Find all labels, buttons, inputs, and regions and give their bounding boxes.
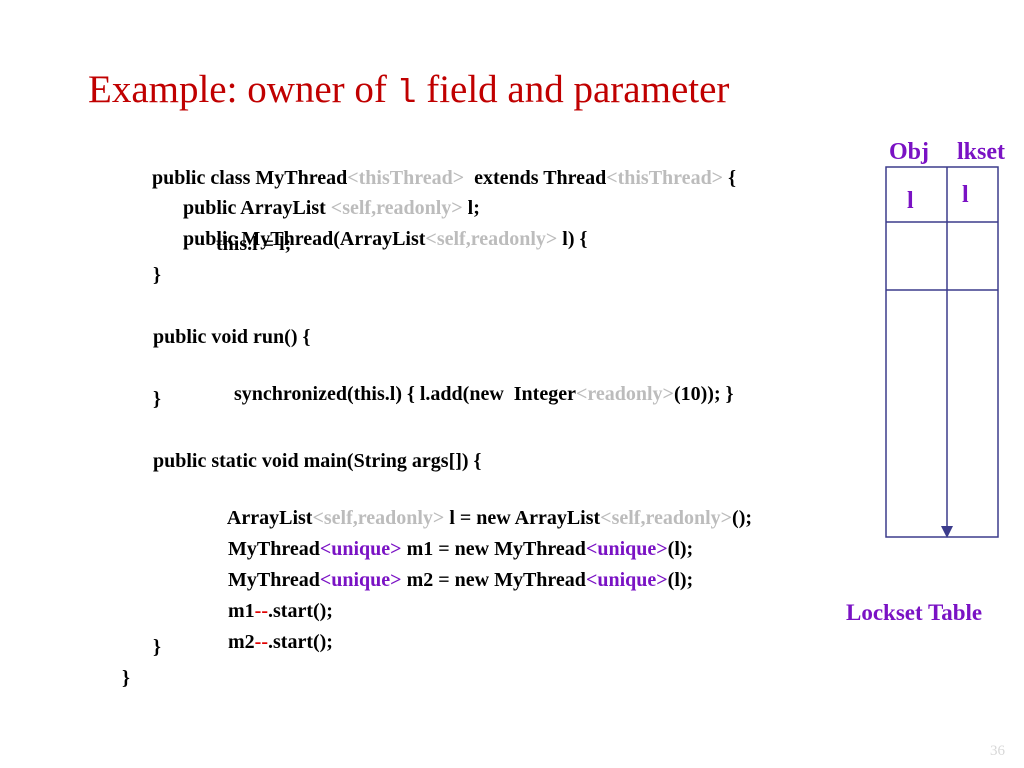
- lockset-table-caption: Lockset Table: [846, 600, 983, 625]
- code-text: m2 = new MyThread: [401, 569, 586, 591]
- code-line-9: public static void main(String args[]) {: [153, 450, 482, 472]
- code-text: l;: [462, 197, 480, 219]
- table-cell-lkset: l: [962, 182, 969, 208]
- unique-annotation: <unique>: [319, 538, 402, 560]
- ownership-annotation: <self,readonly>: [312, 507, 445, 529]
- code-line-15: }: [153, 636, 161, 658]
- code-line-8: }: [153, 388, 161, 410]
- ownership-annotation: <self,readonly>: [600, 507, 733, 529]
- unique-annotation: <unique>: [585, 569, 668, 591]
- ownership-annotation: <self,readonly>: [425, 228, 558, 250]
- code-text: (l);: [667, 569, 694, 591]
- table-header-obj: Obj: [889, 139, 930, 165]
- code-line-14: m2--.start();: [198, 603, 333, 681]
- code-text: .start();: [268, 631, 333, 653]
- code-line-12: MyThread<unique> m2 = new MyThread<uniqu…: [198, 541, 693, 619]
- ownership-annotation: <self,readonly>: [330, 197, 463, 219]
- code-text: MyThread: [228, 569, 320, 591]
- table-header-lkset: lkset: [957, 139, 1005, 165]
- code-text: l = new ArrayList: [444, 507, 601, 529]
- code-line-11: MyThread<unique> m1 = new MyThread<uniqu…: [198, 510, 693, 588]
- ownership-annotation: <thisThread>: [606, 167, 724, 189]
- code-text: ();: [732, 507, 753, 529]
- unique-annotation: <unique>: [319, 569, 402, 591]
- code-line-13: m1--.start();: [198, 572, 333, 650]
- code-text: m1 = new MyThread: [401, 538, 586, 560]
- code-text: {: [723, 167, 736, 189]
- title-suffix: field and parameter: [416, 68, 730, 111]
- transfer-annotation: --: [254, 631, 268, 653]
- table-border: [885, 166, 999, 538]
- code-text: l) {: [557, 228, 588, 250]
- code-text: synchronized(this.l) { l.add(new Integer: [234, 383, 576, 405]
- code-text: (10)); }: [673, 383, 734, 405]
- code-text: MyThread: [228, 538, 320, 560]
- code-line-16: }: [122, 667, 130, 689]
- code-text: (l);: [667, 538, 694, 560]
- unique-annotation: <unique>: [585, 538, 668, 560]
- code-line-3: public MyThread(ArrayList<self,readonly>…: [153, 200, 587, 278]
- code-text: public class MyThread: [152, 167, 348, 189]
- slide-title: Example: owner of l field and parameter: [88, 64, 729, 120]
- code-text: extends Thread: [464, 167, 607, 189]
- code-line-7: synchronized(this.l) { l.add(new Integer…: [204, 355, 734, 433]
- code-text: ArrayList: [226, 507, 313, 529]
- code-text: public ArrayList: [183, 197, 331, 219]
- table-cell-obj: l: [907, 188, 914, 214]
- ownership-annotation: <thisThread>: [347, 167, 465, 189]
- ownership-annotation: <readonly>: [575, 383, 674, 405]
- code-line-1: public class MyThread<thisThread> extend…: [122, 139, 736, 217]
- code-text: m1: [228, 600, 255, 622]
- code-line-6: public void run() {: [153, 326, 311, 348]
- down-arrow-icon: [941, 526, 953, 538]
- code-text: m2: [228, 631, 255, 653]
- code-line-10: ArrayList<self,readonly> l = new ArrayLi…: [198, 479, 752, 557]
- code-text: .start();: [268, 600, 333, 622]
- code-line-5: }: [153, 264, 161, 286]
- code-line-4: this.l = l;: [216, 233, 292, 255]
- title-prefix: Example: owner of: [88, 68, 397, 111]
- title-code-identifier: l: [396, 75, 417, 112]
- page-number: 36: [990, 743, 1005, 759]
- transfer-annotation: --: [254, 600, 268, 622]
- code-text: public MyThread(ArrayList: [183, 228, 426, 250]
- code-line-2: public ArrayList <self,readonly> l;: [153, 169, 480, 247]
